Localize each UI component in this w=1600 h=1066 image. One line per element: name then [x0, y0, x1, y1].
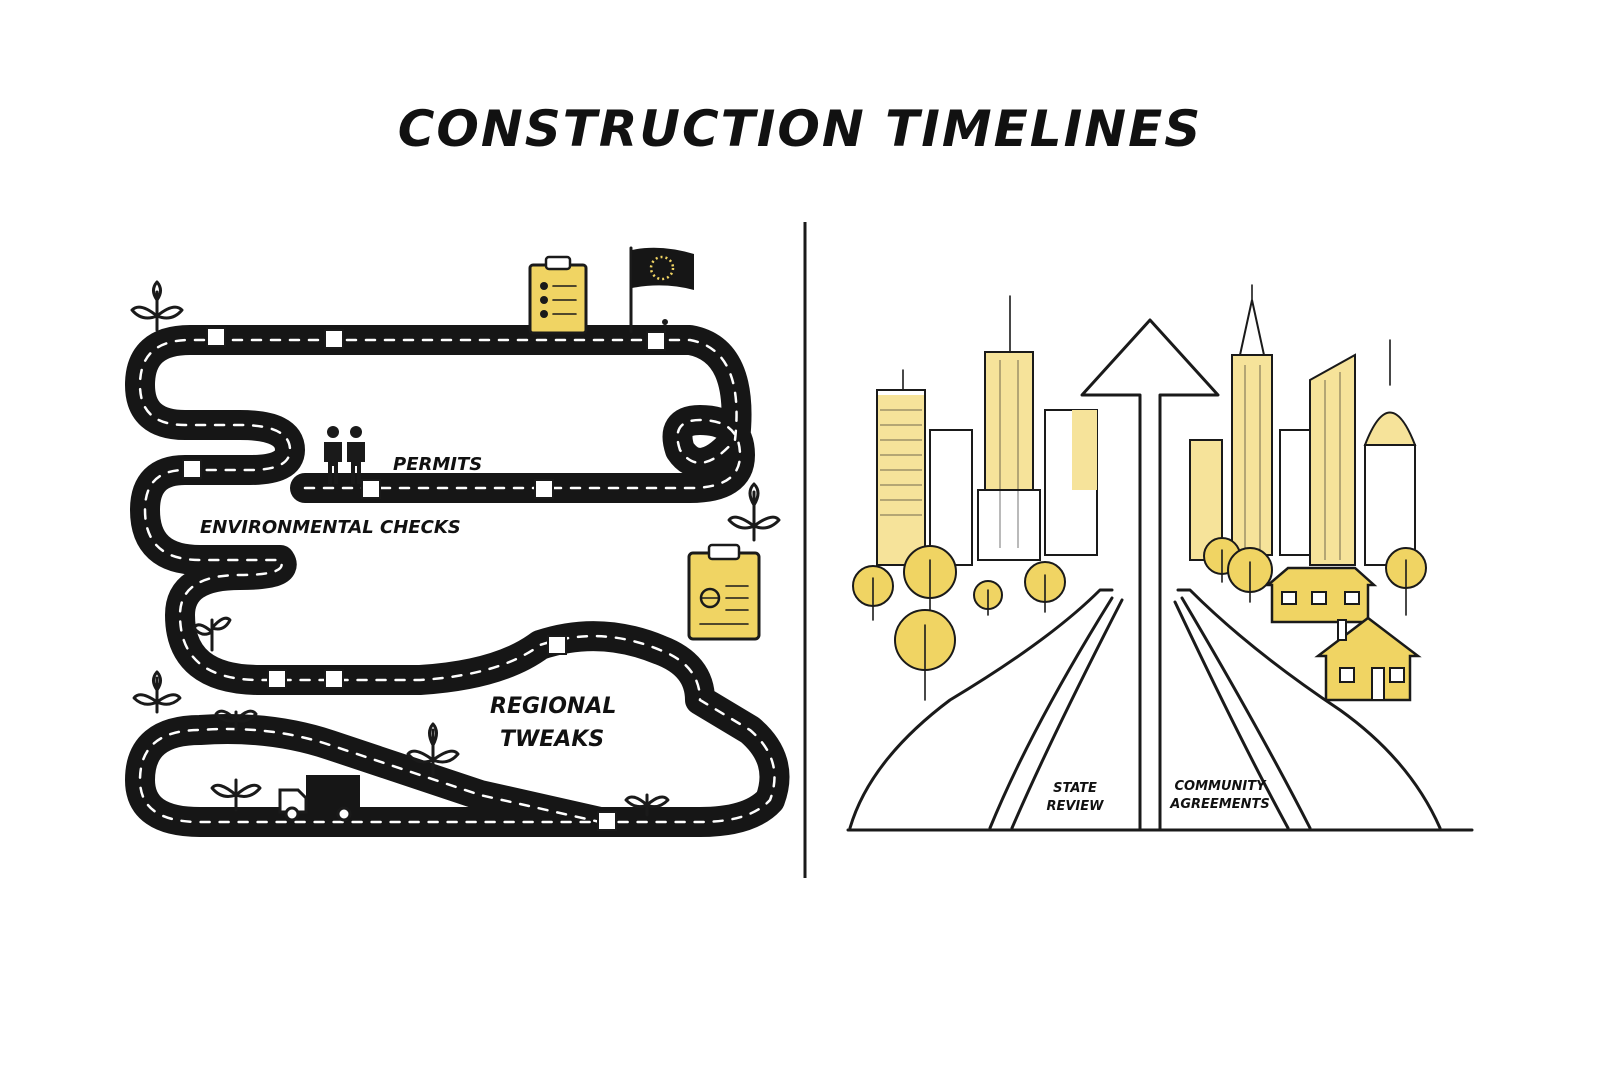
skyline	[876, 284, 1417, 566]
sprout-icon	[132, 670, 182, 714]
house-icon	[1314, 616, 1422, 702]
sprout-icon	[192, 616, 232, 652]
document-clipboard-icon	[687, 543, 761, 641]
label-community-agreements-line1: COMMUNITY	[1174, 779, 1267, 794]
label-state-review-line2: REVIEW	[1046, 799, 1104, 814]
house-icon	[1264, 566, 1378, 624]
clipboard-checklist-icon	[528, 255, 588, 335]
milestone-marker	[182, 459, 202, 479]
milestone-marker	[534, 479, 554, 499]
label-environmental-checks: ENVIRONMENTAL CHECKS	[200, 517, 461, 538]
milestone-marker	[547, 635, 567, 655]
sprout-icon	[624, 793, 670, 817]
milestone-marker	[646, 331, 666, 351]
people-icon	[324, 426, 365, 484]
sprout-icon	[727, 482, 781, 542]
up-arrow-icon	[1080, 318, 1220, 830]
winding-road	[125, 325, 790, 837]
tree-icon	[894, 609, 956, 701]
page-title: CONSTRUCTION TIMELINES	[397, 100, 1203, 158]
tree-icon	[903, 545, 957, 613]
label-state-review-line1: STATE	[1053, 781, 1097, 796]
milestone-marker	[324, 669, 344, 689]
milestone-marker	[597, 811, 617, 831]
tree-icon	[852, 565, 894, 621]
milestone-marker	[267, 669, 287, 689]
sprout-icon	[130, 280, 184, 332]
label-permits: PERMITS	[393, 454, 482, 475]
road-outlines	[846, 588, 1474, 832]
sprout-icon	[406, 722, 460, 777]
skyscraper-icon	[1363, 411, 1417, 446]
label-regional-tweaks-line1: REGIONAL	[490, 694, 616, 719]
milestone-marker	[324, 329, 344, 349]
tree-icon	[1024, 561, 1066, 613]
tree-icon	[973, 580, 1003, 616]
truck-icon	[278, 775, 360, 822]
label-community-agreements-line2: AGREEMENTS	[1169, 797, 1269, 812]
tree-icon	[1227, 547, 1273, 603]
tree-icon	[1385, 547, 1427, 616]
milestone-marker	[206, 327, 226, 347]
skyscraper-icon	[1231, 354, 1273, 556]
milestone-marker	[361, 479, 381, 499]
sprout-icon	[210, 778, 262, 812]
eu-flag-icon	[629, 246, 694, 334]
sprout-icon	[214, 709, 258, 732]
label-regional-tweaks-line2: TWEAKS	[500, 727, 604, 752]
